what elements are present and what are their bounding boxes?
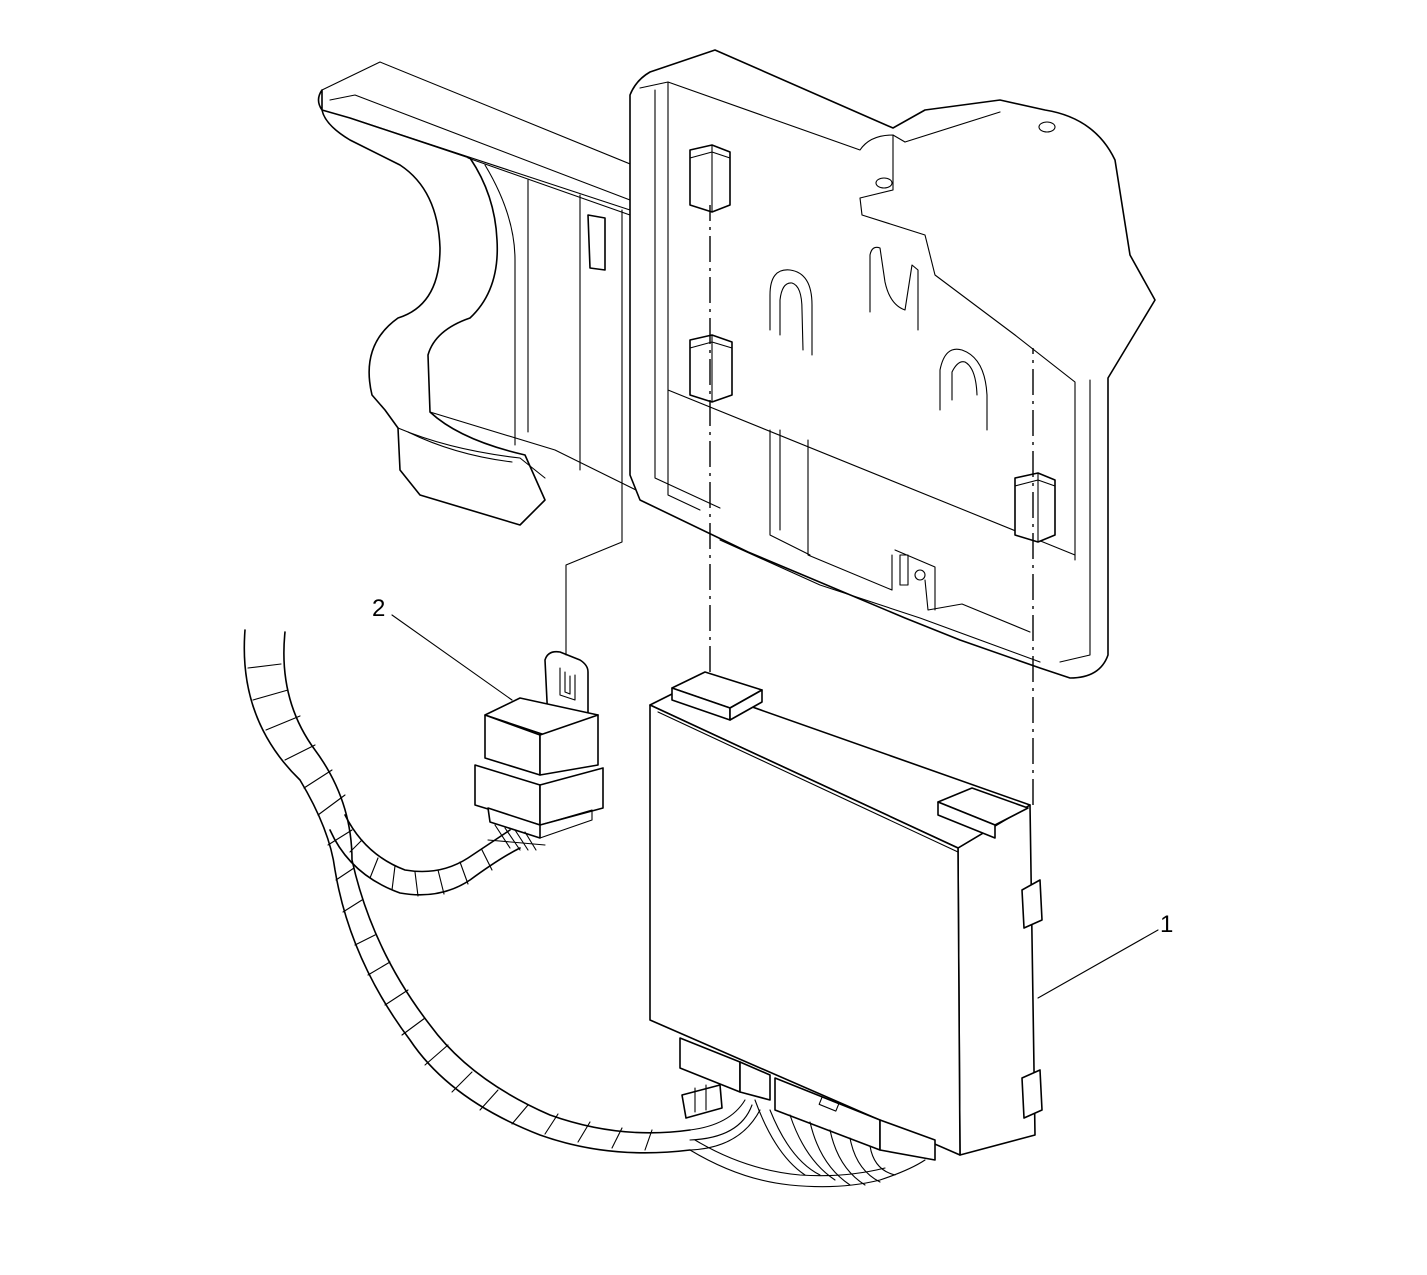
module-latch <box>1021 1069 1043 1119</box>
retaining-clip <box>689 144 731 213</box>
mounting-hole <box>875 177 893 189</box>
wire-harness <box>243 629 926 1188</box>
retaining-clip <box>689 334 733 403</box>
bracket-left-arm <box>317 89 546 526</box>
callout-2: 2 <box>372 595 513 701</box>
retaining-clip <box>1014 472 1056 543</box>
callout-label-1: 1 <box>1160 911 1173 938</box>
module-connector <box>774 1077 936 1161</box>
relay-alignment-line <box>565 209 623 656</box>
relay <box>474 650 604 839</box>
bracket-slot <box>587 214 606 271</box>
module-connector <box>679 1037 771 1119</box>
mounting-bracket <box>317 49 1156 679</box>
keyhole-slot <box>939 348 988 431</box>
alignment-lines <box>565 205 1034 805</box>
callout-label-2: 2 <box>372 595 385 622</box>
keyhole-slot <box>869 246 919 331</box>
mounting-hole <box>1038 121 1056 133</box>
module-latch <box>1021 879 1043 929</box>
callout-1: 1 <box>1037 911 1173 999</box>
module-front-face <box>649 704 961 1156</box>
keyhole-slot <box>769 269 813 356</box>
control-module <box>649 671 1043 1161</box>
